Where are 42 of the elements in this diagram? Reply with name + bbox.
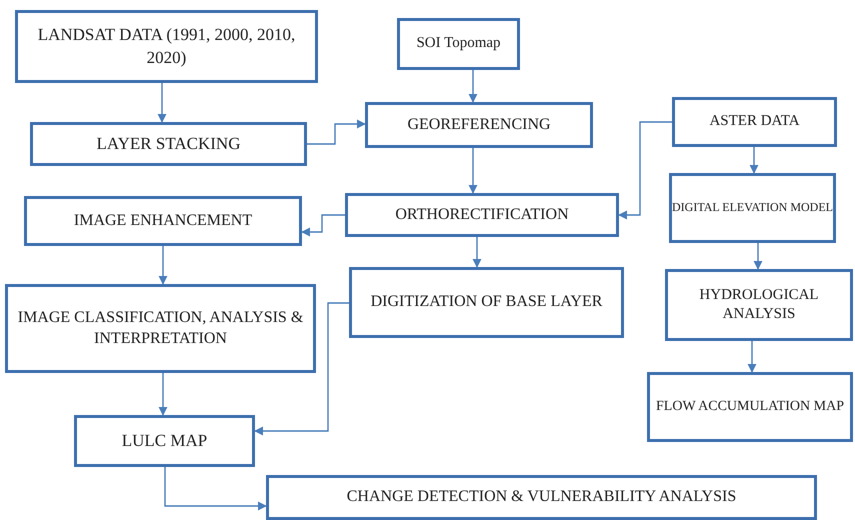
arrow [472,237,482,268]
arrow [254,302,349,436]
box-label: GEOREFERENCING [407,114,551,135]
box-label: IMAGE CLASSIFICATION, ANALYSIS & INTERPRETATION [16,308,304,348]
process-box [345,193,619,237]
arrow [158,246,168,285]
arrow [307,120,366,145]
process-box [672,97,837,147]
process-box [30,122,307,166]
process-box [365,102,593,148]
box-label: CHANGE DETECTION & VULNERABILITY ANALYSIS [346,487,736,508]
arrow [468,148,478,194]
arrow [164,467,267,510]
arrow [754,243,762,270]
arrow [748,341,756,373]
process-box [266,475,817,520]
process-box [669,173,836,243]
arrow [618,121,672,220]
box-label: SOI Topomap [416,34,501,54]
box-label: DIGITIZATION OF BASE LAYER [370,292,602,312]
box-label: LAYER STACKING [96,132,240,155]
process-box [15,10,318,83]
process-box [5,284,316,373]
arrow [158,373,168,416]
arrow [750,147,758,174]
process-box [349,267,624,338]
arrow [468,70,478,103]
box-label: LANDSAT DATA (1991, 2000, 2010, 2020) [36,24,296,68]
process-box [397,18,520,70]
box-label: ORTHORECTIFICATION [395,204,569,225]
process-box [647,372,853,442]
box-label: DIGITAL ELEVATION MODEL [672,200,833,216]
process-box [24,196,302,246]
box-label: IMAGE ENHANCEMENT [74,210,252,231]
process-box [74,415,255,467]
process-box [665,269,853,341]
box-label: ASTER DATA [709,112,800,132]
arrow [301,214,345,236]
arrow [158,83,166,123]
box-label: FLOW ACCUMULATION MAP [656,398,844,416]
box-label: LULC MAP [122,430,208,452]
box-label: HYDROLOGICAL ANALYSIS [698,286,820,324]
